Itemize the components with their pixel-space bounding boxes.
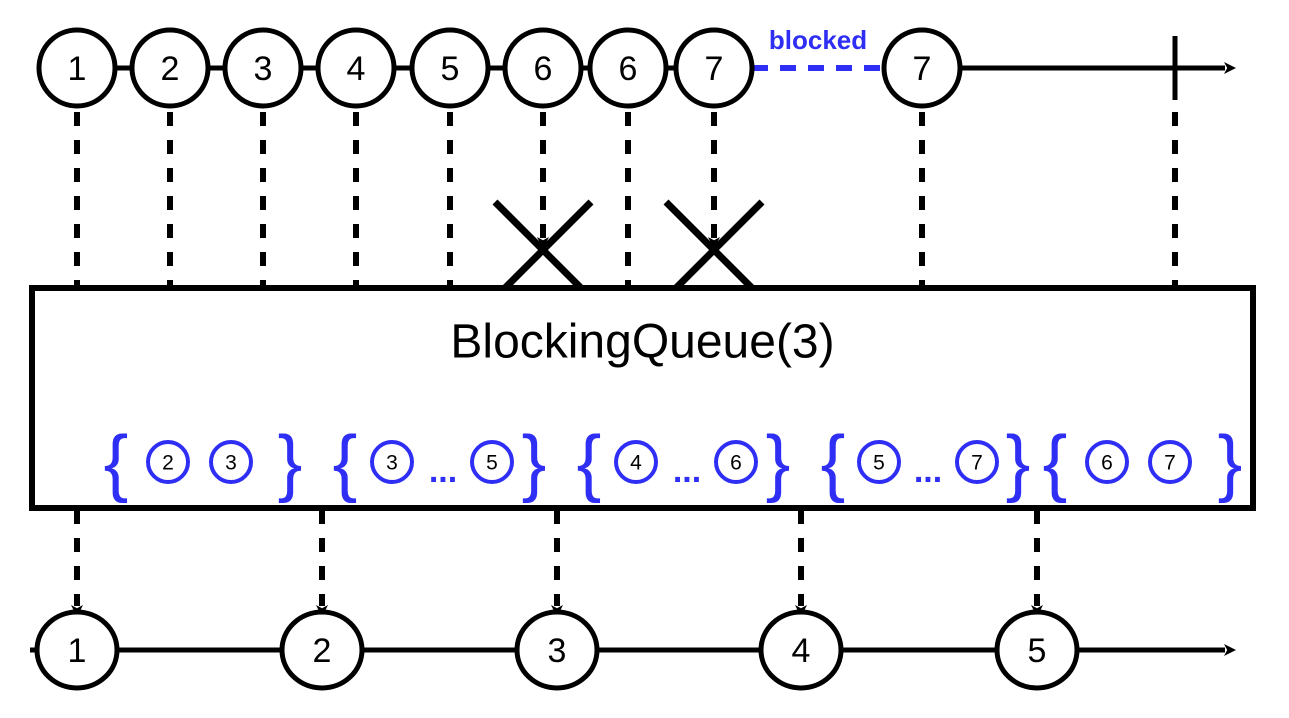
consumer-node-label: 4	[792, 632, 811, 670]
queue-item-label: 5	[486, 452, 498, 475]
queue-item-circle	[370, 440, 414, 484]
queue-state-close-brace: }	[1006, 421, 1031, 504]
producer-node-label: 1	[68, 50, 87, 88]
producer-node-label: 6	[534, 50, 553, 88]
producer-node-circle	[673, 27, 755, 109]
producer-node-circle	[587, 27, 669, 109]
queue-item-circle	[955, 440, 999, 484]
queue-title: BlockingQueue(3)	[450, 316, 834, 369]
queue-item-circle	[1148, 440, 1192, 484]
queue-item-label: 7	[1164, 452, 1176, 475]
consumer-node-circle	[514, 609, 600, 691]
queue-item-circle	[470, 440, 514, 484]
blocked-cross-icon	[492, 199, 594, 301]
queue-state-open-brace: {	[1043, 421, 1068, 504]
blocked-label: blocked	[769, 25, 867, 55]
blocking-queue-box: BlockingQueue(3) {} 2 3 {}... 3 5 {}... 4 6 {}... 5…	[29, 285, 1256, 511]
consumer-node-label: 3	[548, 632, 567, 670]
queue-state-open-brace: {	[821, 421, 846, 504]
queue-state-ellipsis: ...	[429, 452, 457, 490]
consumer-node-circle	[758, 609, 844, 691]
blocked-cross-icon	[663, 199, 765, 301]
queue-item-circle	[857, 440, 901, 484]
consumer-node-label: 5	[1028, 632, 1047, 670]
queue-item-label: 7	[971, 452, 983, 475]
consumer-node-label: 2	[313, 632, 332, 670]
queue-item-label: 6	[1101, 452, 1113, 475]
queue-item-label: 5	[873, 452, 885, 475]
producer-node-circle	[409, 27, 491, 109]
consumer-node-circle	[34, 609, 120, 691]
queue-item-label: 3	[386, 452, 398, 475]
queue-state-open-brace: {	[333, 421, 358, 504]
producer-node-circle	[36, 27, 118, 109]
consumer-node-circle	[994, 609, 1080, 691]
queue-state-close-brace: }	[522, 421, 547, 504]
queue-item-circle	[614, 440, 658, 484]
queue-state-ellipsis: ...	[914, 452, 942, 490]
queue-state-open-brace: {	[577, 421, 602, 504]
producer-node-label: 3	[254, 50, 273, 88]
producer-node-label: 7	[913, 50, 932, 88]
producer-node-label: 2	[161, 50, 180, 88]
consumer-node-circle	[279, 609, 365, 691]
queue-item-label: 2	[162, 452, 174, 475]
queue-item-label: 3	[225, 452, 237, 475]
queue-item-circle	[146, 440, 190, 484]
queue-to-consumer-arrows	[71, 510, 1043, 617]
producer-node-circle	[502, 27, 584, 109]
queue-item-circle	[209, 440, 253, 484]
queue-state-ellipsis: ...	[673, 452, 701, 490]
consumer-timeline: 1 2 3 4 5	[30, 609, 1236, 691]
queue-item-circle	[1085, 440, 1129, 484]
producer-node-label: 4	[347, 50, 366, 88]
queue-state-close-brace: }	[278, 421, 303, 504]
consumer-node-label: 1	[68, 632, 87, 670]
queue-item-label: 4	[630, 452, 642, 475]
producer-node-label: 6	[619, 50, 638, 88]
producer-timeline: blocked 1 2 3 4 5 6 6 7 7	[36, 25, 1236, 109]
queue-state-close-brace: }	[1218, 421, 1243, 504]
producer-to-queue-arrows	[71, 112, 1181, 301]
producer-node-label: 5	[441, 50, 460, 88]
producer-node-label: 7	[705, 50, 724, 88]
queue-item-label: 6	[730, 452, 742, 475]
queue-item-circle	[714, 440, 758, 484]
producer-node-circle	[129, 27, 211, 109]
producer-node-circle	[881, 27, 963, 109]
queue-state-close-brace: }	[766, 421, 791, 504]
producer-node-circle	[222, 27, 304, 109]
queue-state-open-brace: {	[104, 421, 129, 504]
producer-node-circle	[315, 27, 397, 109]
